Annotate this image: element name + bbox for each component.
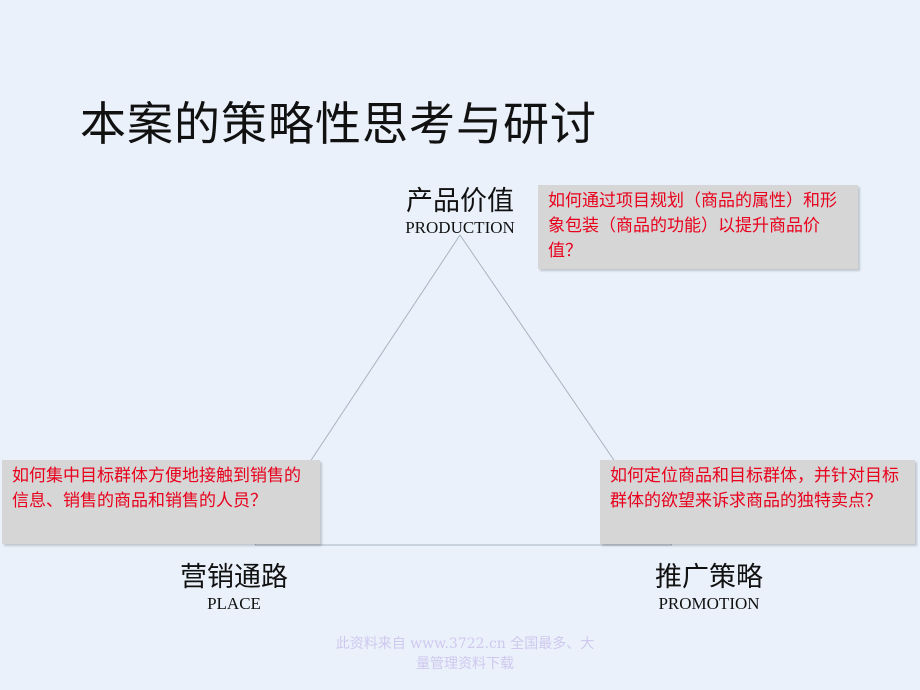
node-production-cn: 产品价值: [406, 186, 514, 217]
node-place-cn: 营销通路: [180, 562, 288, 593]
node-production: 产品价值 PRODUCTION: [380, 186, 540, 238]
node-place-en: PLACE: [207, 594, 261, 613]
node-promotion-en: PROMOTION: [658, 594, 760, 613]
node-promotion: 推广策略 PROMOTION: [629, 562, 789, 614]
node-promotion-cn: 推广策略: [655, 562, 763, 593]
watermark-text: 此资料来自 www.3722.cn 全国最多、大量管理资料下载: [335, 636, 595, 672]
note-promotion: 如何定位商品和目标群体，并针对目标群体的欲望来诉求商品的独特卖点？: [600, 460, 915, 544]
note-place: 如何集中目标群体方便地接触到销售的信息、销售的商品和销售的人员？: [2, 460, 320, 544]
node-place: 营销通路 PLACE: [154, 562, 314, 614]
note-production: 如何通过项目规划（商品的属性）和形象包装（商品的功能）以提升商品价值？: [538, 185, 858, 269]
slide-title: 本案的策略性思考与研讨: [80, 97, 597, 151]
node-production-en: PRODUCTION: [405, 218, 515, 237]
